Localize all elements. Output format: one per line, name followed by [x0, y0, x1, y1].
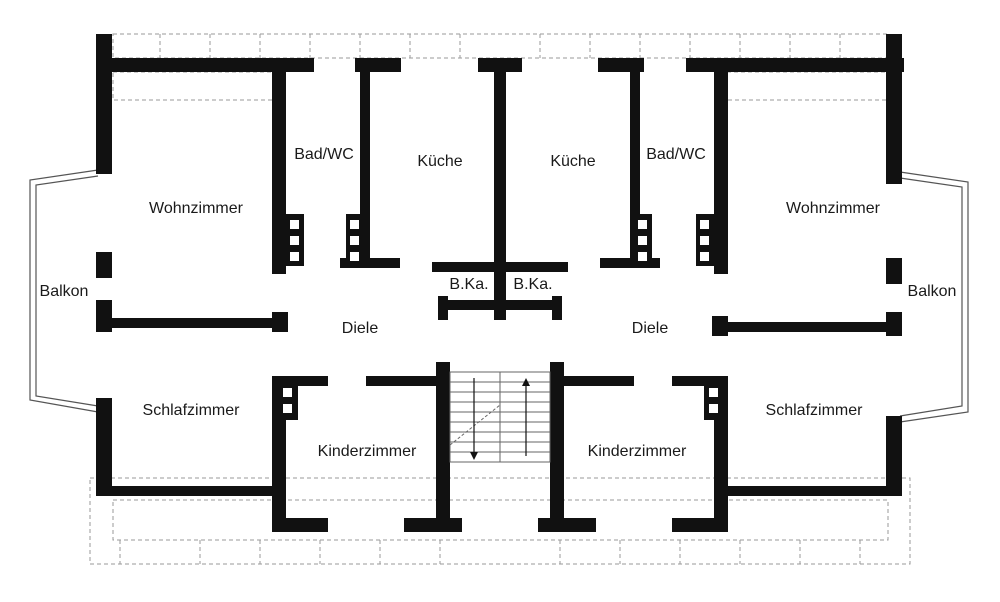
room-label: Küche — [417, 153, 462, 170]
room-label: Kinderzimmer — [318, 443, 417, 460]
room-label: Schlafzimmer — [143, 402, 241, 419]
balcony-left — [29, 169, 99, 413]
room-label: Schlafzimmer — [766, 402, 864, 419]
room-label: Balkon — [908, 283, 957, 300]
room-label: B.Ka. — [513, 276, 552, 293]
room-label: Küche — [550, 153, 595, 170]
room-label: B.Ka. — [449, 276, 488, 293]
room-label: Bad/WC — [646, 146, 706, 163]
room-label: Kinderzimmer — [588, 443, 687, 460]
outer-walls — [96, 34, 904, 532]
shafts — [278, 214, 724, 420]
room-label: Wohnzimmer — [149, 200, 244, 217]
interior-walls — [112, 58, 888, 532]
staircase — [449, 371, 551, 463]
roof-outline-bottom — [89, 477, 911, 565]
room-label: Wohnzimmer — [786, 200, 881, 217]
room-label: Bad/WC — [294, 146, 354, 163]
balcony-right — [899, 171, 969, 423]
room-label: Diele — [632, 320, 669, 337]
room-label: Balkon — [40, 283, 89, 300]
room-labels: Wohnzimmer Bad/WC Küche Küche Bad/WC Woh… — [40, 146, 957, 460]
room-label: Diele — [342, 320, 379, 337]
